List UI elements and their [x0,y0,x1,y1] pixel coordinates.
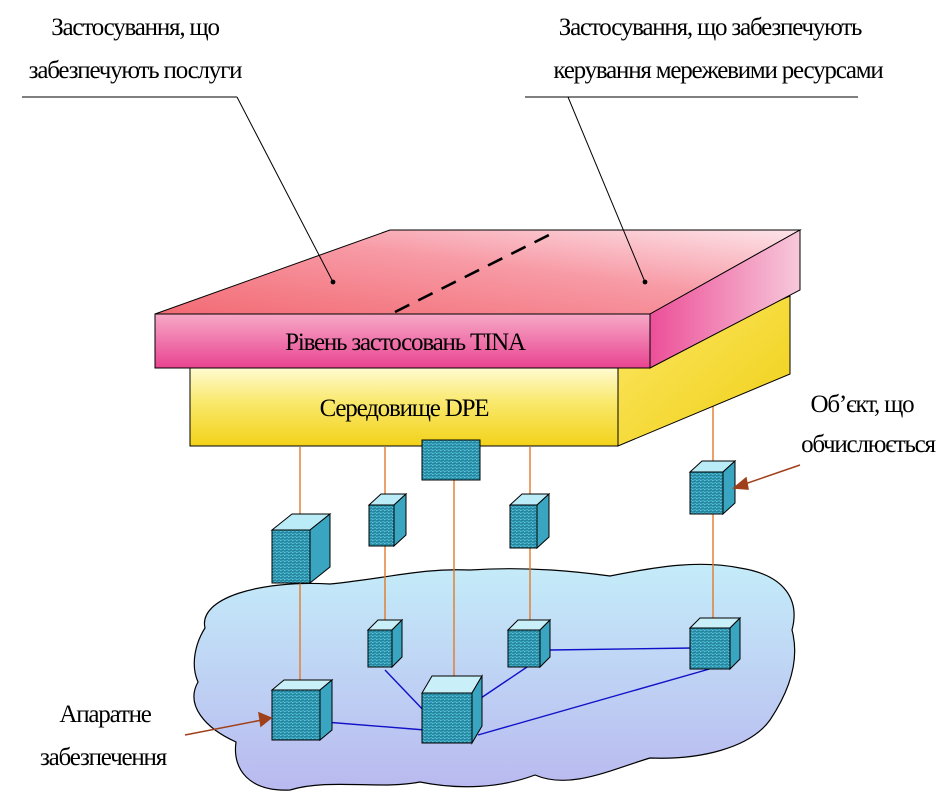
hardware-cube-4 [506,618,552,669]
tina-layer-label: Рівень застосовань TINA [285,329,526,356]
computing-object-label-line1: Об’єкт, що [811,391,915,418]
mgmt-apps-label-line1: Застосування, що забезпечують [559,14,862,41]
arrows [184,464,801,736]
tina-layer [154,229,802,369]
hardware-label-line1: Апаратне [59,701,151,728]
cube-dpe [421,439,481,481]
mgmt-apps-label-line2: керування мережевими ресурсами [553,57,883,84]
dpe-layer-label: Середовище DPE [320,395,490,422]
computing-object-cube-4 [688,459,737,516]
computing-object-cube-1 [270,512,332,585]
hardware-cube-2 [366,618,404,669]
network-links [324,647,714,736]
callout-lines [22,96,858,283]
hardware-cube-5 [688,616,742,671]
service-apps-label-line2: забезпечують послуги [29,57,243,84]
hardware-cube-3 [421,674,483,745]
computing-object-cube-2 [367,492,408,548]
hardware-label-line2: забезпечення [40,744,168,771]
computing-object-label-line2: обчислюється [801,431,936,458]
network-cloud [193,563,796,791]
computing-object-cube-3 [508,492,551,550]
tina-divider [394,230,556,314]
service-apps-label-line1: Застосування, що [51,14,219,41]
hardware-cube-1 [270,678,334,742]
